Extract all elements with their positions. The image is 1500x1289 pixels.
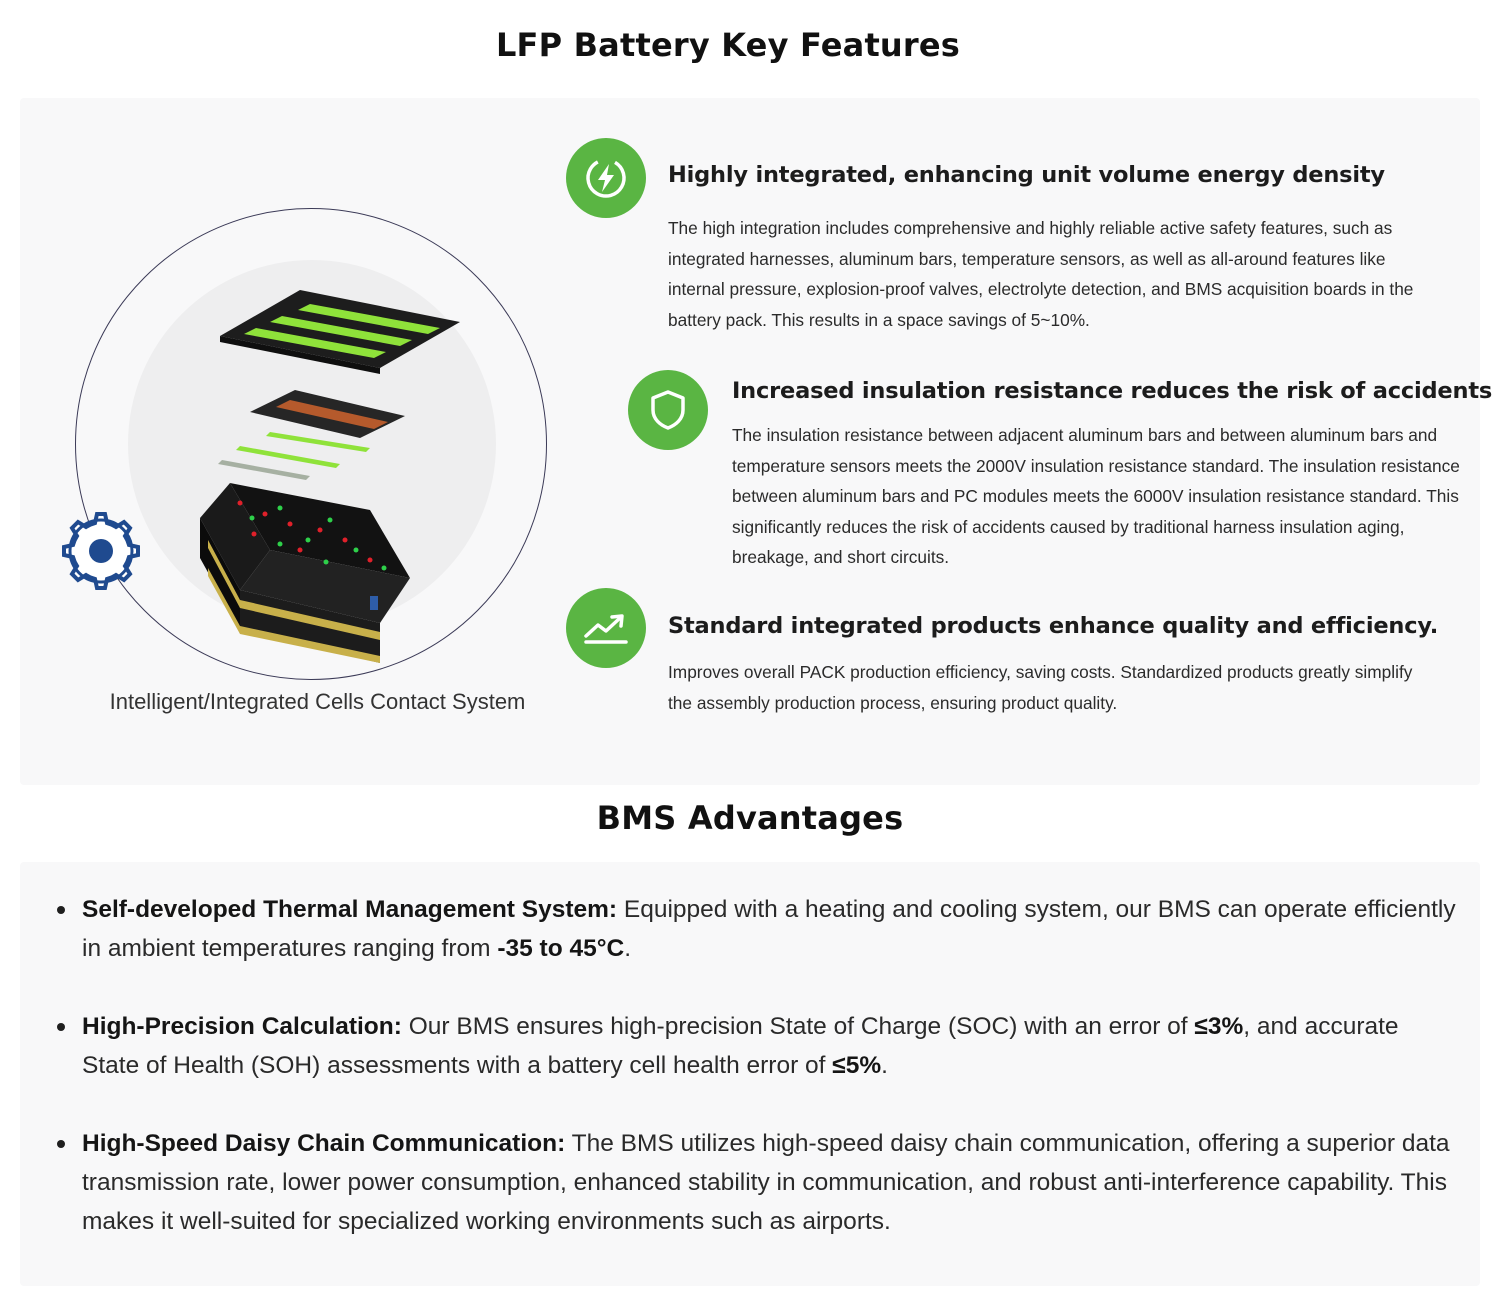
feature-description: The high integration includes comprehens… (668, 218, 1414, 330)
battery-pack-illustration (200, 290, 460, 663)
advantage-text: . (881, 1052, 888, 1079)
sensor-strips (218, 432, 370, 480)
top-collector-plate (220, 290, 460, 374)
feature-title: Highly integrated, enhancing unit volume… (668, 162, 1385, 188)
orbit-ring (75, 208, 547, 680)
feature-title: Increased insulation resistance reduces … (732, 378, 1493, 404)
feature-icon-circle (566, 588, 646, 668)
list-item: High-Precision Calculation: Our BMS ensu… (20, 1007, 1480, 1085)
list-item: High-Speed Daisy Chain Communication: Th… (20, 1124, 1480, 1241)
copper-busbar-strip (250, 390, 405, 438)
key-features-panel: Intelligent/Integrated Cells Contact Sys… (20, 98, 1492, 785)
list-item: Self-developed Thermal Management System… (20, 890, 1480, 968)
feature-icon-circle (628, 370, 708, 450)
advantage-text: Our BMS ensures high-precision State of … (401, 1013, 1195, 1040)
lightning-icon (586, 158, 626, 198)
feature-title: Standard integrated products enhance qua… (668, 613, 1439, 639)
advantage-label: High-Speed Daisy Chain Communication: (82, 1130, 566, 1157)
gear-icon (62, 512, 140, 590)
shield-icon (651, 390, 685, 430)
advantage-label: Self-developed Thermal Management System… (82, 896, 618, 923)
bms-advantages-list: Self-developed Thermal Management System… (20, 890, 1480, 1280)
advantage-text: . (624, 935, 632, 962)
illustration-caption: Intelligent/Integrated Cells Contact Sys… (109, 689, 526, 714)
advantage-text: Equipped with a heating and cooling syst… (82, 896, 1456, 962)
cell-block (200, 483, 410, 663)
advantage-highlight: -35 to 45°C (497, 935, 625, 962)
advantage-highlight: ≤5% (832, 1052, 882, 1079)
advantage-highlight: ≤3% (1194, 1013, 1244, 1040)
feature-description: Improves overall PACK production efficie… (668, 662, 1413, 713)
bms-advantages-panel: Self-developed Thermal Management System… (20, 862, 1480, 1286)
advantage-text: The BMS utilizes high-speed daisy chain … (82, 1130, 1450, 1235)
trend-up-icon (584, 614, 628, 644)
advantage-text: , and accurate State of Health (SOH) ass… (82, 1013, 1399, 1079)
key-features-title: LFP Battery Key Features (495, 26, 961, 64)
feature-description: The insulation resistance between adjace… (732, 425, 1460, 568)
feature-icon-circle (566, 138, 646, 218)
bms-advantages-title: BMS Advantages (596, 799, 904, 837)
advantage-label: High-Precision Calculation: (82, 1013, 402, 1040)
